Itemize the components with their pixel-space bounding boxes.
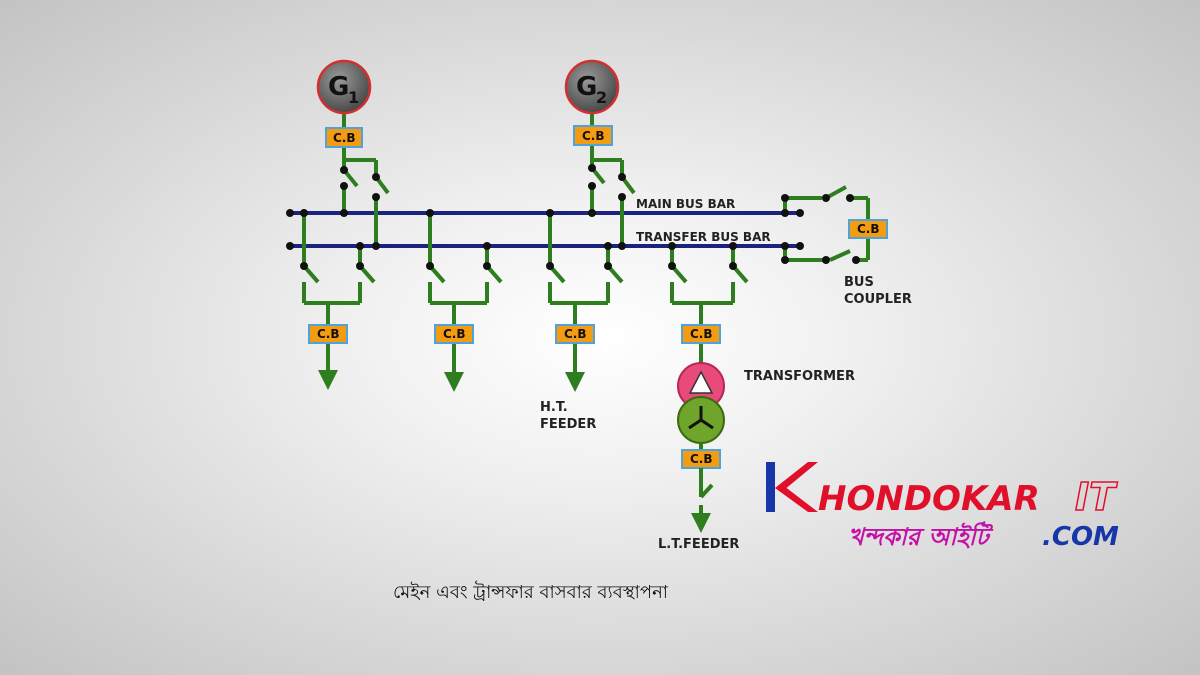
brand-it: IT [1075,475,1118,519]
g2-letter: G [576,72,597,102]
breaker-label: C.B [582,129,605,143]
brand-wordmark: HONDOKAR [818,479,1040,519]
breaker-label: C.B [443,327,466,341]
generator-g2: G 2 C.B [564,59,636,250]
generator-g1: G 1 C.B [316,59,390,250]
k-icon [766,462,818,512]
feeder-transformer: C.B TRANSFORMER C.B L.T.FEEDER [658,242,855,552]
g1-index: 1 [348,88,359,107]
feeder-2: C.B [426,209,503,392]
breaker-label: C.B [564,327,587,341]
g2-index: 2 [596,88,607,107]
g1-letter: G [328,72,349,102]
breaker-label: C.B [333,131,356,145]
feeder-ht: C.B H.T. FEEDER [540,209,624,432]
breaker-label: C.B [690,327,713,341]
ht-feeder-label-line2: FEEDER [540,417,596,432]
bus-coupler-label-line1: BUS [844,275,874,290]
ht-feeder-label-line1: H.T. [540,400,568,415]
breaker-label: C.B [690,452,713,466]
main-bus-label: MAIN BUS BAR [636,197,735,211]
lt-feeder-label: L.T.FEEDER [658,537,739,552]
transfer-bus-label: TRANSFER BUS BAR [636,230,771,244]
diagram-caption: মেইন এবং ট্রান্সফার বাসবার ব্যবস্থাপনা [393,581,669,603]
transformer-label: TRANSFORMER [744,369,855,384]
breaker-label: C.B [317,327,340,341]
star-icon [688,406,714,430]
bus-coupler: C.B BUS COUPLER [781,185,912,307]
delta-icon [688,370,714,394]
brand-logo: HONDOKAR IT খন্দকার আইটি .COM [766,462,1119,552]
feeder-1: C.B [300,209,376,390]
brand-domain: .COM [1042,522,1119,552]
brand-bangla: খন্দকার আইটি [848,521,994,551]
breaker-label: C.B [857,222,880,236]
bus-coupler-label-line2: COUPLER [844,292,912,307]
